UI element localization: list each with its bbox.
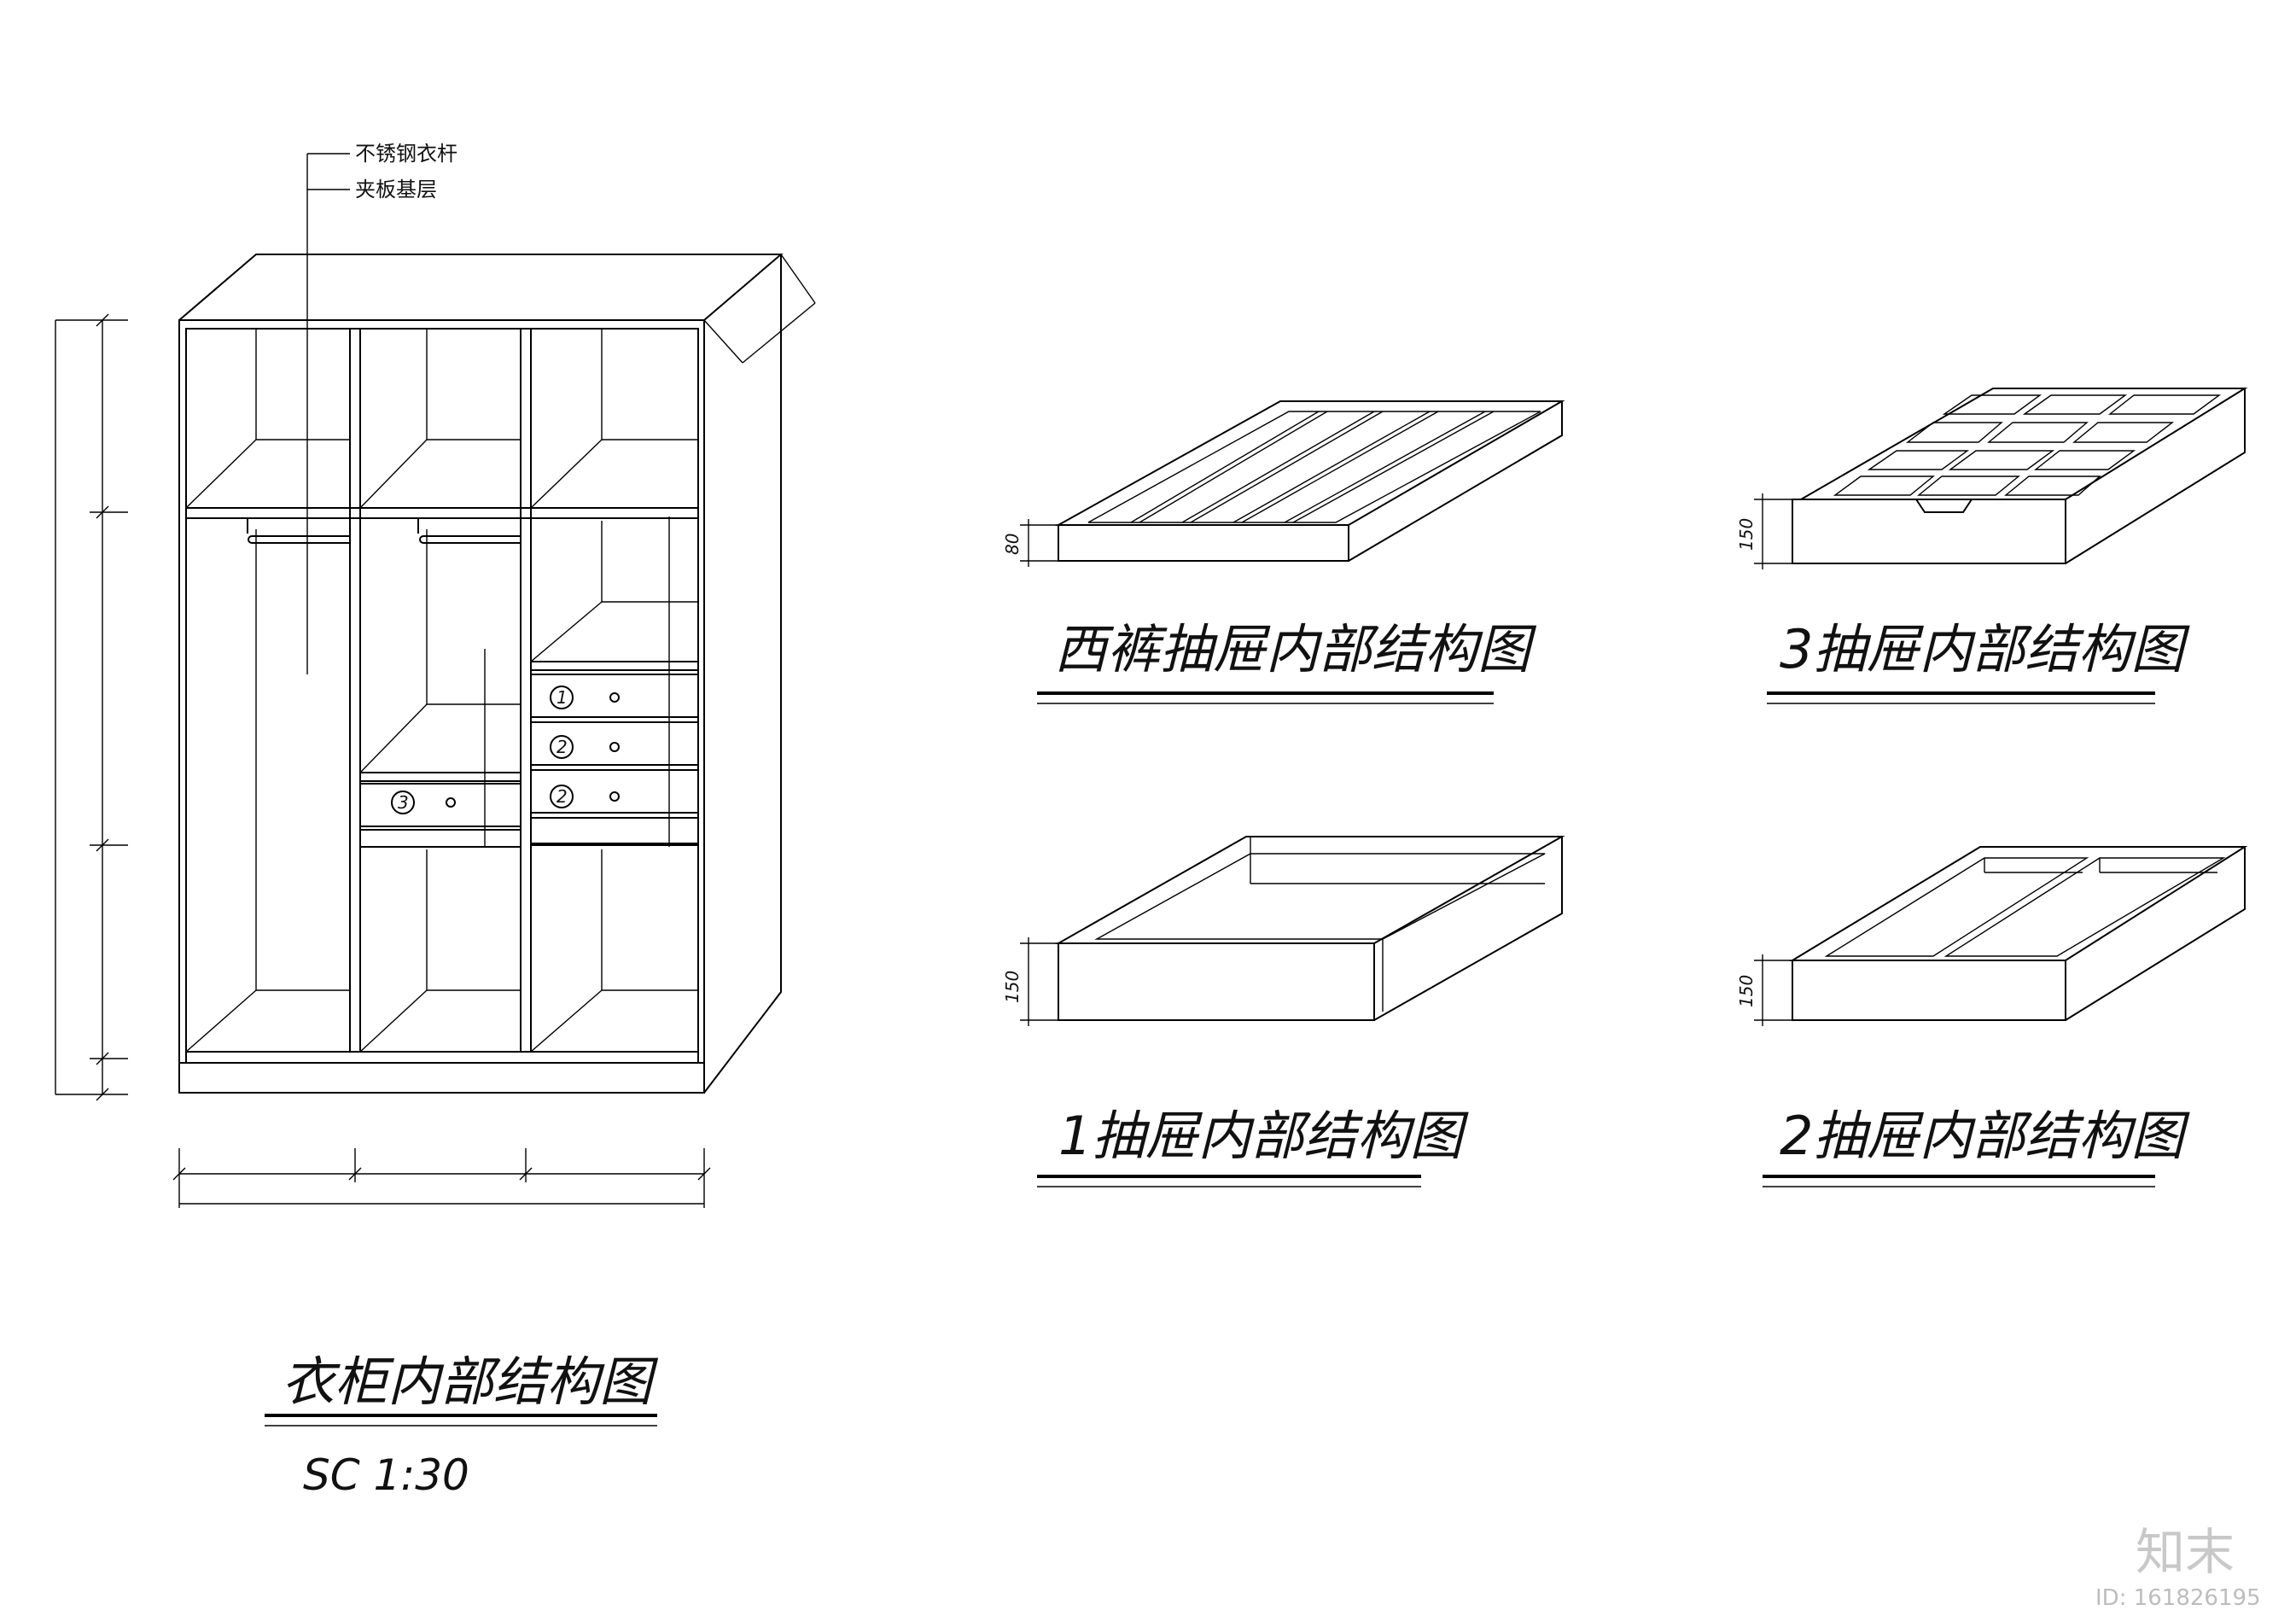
internal-dimension-ticks [484,516,670,847]
horizontal-dimension-chain [172,1148,711,1208]
watermark-id: ID: 161826195 [2095,1585,2261,1611]
drawer-1-title: 1抽屉内部结构图 [1058,1105,1469,1167]
compartment-back-lines [185,329,698,1053]
hanging-rods [247,518,521,544]
drawer-2-compartments [1824,857,2226,957]
drawer-3-view: 150 3抽屉内部结构图 [1736,388,2248,704]
wardrobe-scale: SC 1:30 [303,1450,469,1500]
annotation-plywood-base: 夹板基层 [355,178,437,201]
drawer-2-view: 150 2抽屉内部结构图 [1736,846,2248,1187]
wardrobe-elevation: 1 2 2 3 不锈钢衣杆 夹板基层 [55,142,816,1500]
drawer-2-title: 2抽屉内部结构图 [1780,1105,2190,1167]
annotation-stainless-rod: 不锈钢衣杆 [355,142,457,166]
marker-2b: 2 [557,786,568,807]
right-drawer-stack [530,674,699,846]
wardrobe-title: 衣柜内部结构图 [282,1351,659,1413]
marker-2a: 2 [557,737,568,757]
drawer-1-height-dim: 150 [1002,971,1023,1003]
drawer-1-view: 150 1抽屉内部结构图 [1002,836,1565,1187]
vertical-dimension-chain [55,313,128,1101]
drawer-markers: 1 2 2 3 [391,686,620,814]
annotation-leader [306,153,350,674]
drawer-3-title: 3抽屉内部结构图 [1780,618,2190,680]
trouser-rails [1130,411,1495,523]
marker-1: 1 [557,687,568,708]
drawer-2-height-dim: 150 [1736,975,1757,1007]
drawer-3-compartments [1833,394,2222,496]
watermark-brand: 知末 [2136,1523,2235,1581]
trousers-drawer-title: 西裤抽屉内部结构图 [1054,618,1537,680]
marker-3: 3 [398,792,409,813]
drawer-3-height-dim: 150 [1736,518,1757,551]
trousers-height-dim: 80 [1002,534,1023,555]
trousers-drawer-view: 80 西裤抽屉内部结构图 [1002,400,1565,704]
